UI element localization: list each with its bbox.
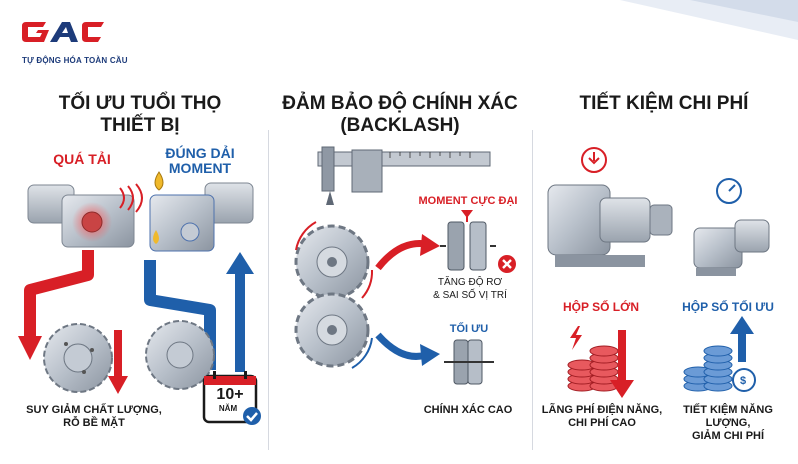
- max-moment-label: MOMENT CỰC ĐẠI: [418, 195, 518, 207]
- correct-moment-line2: MOMENT: [168, 160, 232, 176]
- section2-title-line1: ĐẢM BẢO ĐỘ CHÍNH XÁC: [282, 93, 518, 114]
- section2-art: [294, 146, 516, 385]
- correct-moment-line1: ĐÚNG DẢI: [165, 145, 235, 161]
- section2-title: ĐẢM BẢO ĐỘ CHÍNH XÁC (BACKLASH): [272, 93, 528, 137]
- section3-caption-left-line1: LÃNG PHÍ ĐIỆN NĂNG,: [541, 404, 663, 416]
- caliper-icon: [317, 146, 491, 205]
- section3-caption-right-line2: GIẢM CHI PHÍ: [691, 430, 765, 442]
- section1-title-line1: TỐI ƯU TUỔI THỌ: [58, 93, 222, 114]
- section1-caption-line2: RỖ BỀ MẶT: [63, 417, 125, 429]
- section3-caption-left: LÃNG PHÍ ĐIỆN NĂNG, CHI PHÍ CAO: [540, 404, 664, 430]
- section1-title-line2: THIẾT BỊ: [100, 115, 180, 136]
- section1-caption: SUY GIẢM CHẤT LƯỢNG, RỖ BỀ MẶT: [14, 404, 174, 430]
- warning-icon: [581, 147, 607, 173]
- section2-title-line2: (BACKLASH): [340, 115, 460, 136]
- divider-left: [268, 130, 269, 450]
- section3-art: $: [547, 147, 770, 398]
- error-x-icon: [498, 255, 516, 273]
- badge-unit: NĂM: [218, 404, 238, 413]
- gauge-icon: [716, 178, 742, 204]
- optimal-label: TỐI ƯU: [449, 323, 489, 335]
- badge-number: 10+: [216, 386, 244, 403]
- backlash-warning-line2: & SAI SỐ VỊ TRÍ: [433, 290, 507, 301]
- divider-right: [532, 130, 533, 450]
- red-coin-stack: [567, 326, 619, 392]
- section3-caption-left-line2: CHI PHÍ CAO: [568, 417, 636, 429]
- backlash-warning-line1: TĂNG ĐỘ RƠ: [437, 277, 503, 288]
- section3-title: TIẾT KIỆM CHI PHÍ: [579, 93, 749, 114]
- calendar-badge-icon: [202, 371, 261, 425]
- section1-caption-line1: SUY GIẢM CHẤT LƯỢNG,: [26, 404, 162, 416]
- worn-gear: [43, 323, 113, 393]
- large-gearbox-label: HỘP SỐ LỚN: [562, 300, 640, 314]
- large-gearbox: [547, 184, 673, 267]
- overload-label: QUÁ TẢI: [53, 151, 111, 167]
- section3-caption-right: TIẾT KIỆM NĂNG LƯỢNG, GIẢM CHI PHÍ: [662, 404, 794, 443]
- optimal-gearbox-label: HỘP SỐ TỐI ƯU: [682, 300, 774, 314]
- upper-gear: [294, 224, 370, 300]
- backlash-warning: TĂNG ĐỘ RƠ & SAI SỐ VỊ TRÍ: [412, 276, 528, 302]
- lower-gear: [294, 292, 370, 368]
- svg-text:$: $: [740, 375, 746, 387]
- brand-tagline: TỰ ĐỘNG HÓA TOÀN CẦU: [22, 56, 128, 65]
- section3-caption-right-line1: TIẾT KIỆM NĂNG LƯỢNG,: [683, 404, 773, 429]
- section1-art: [18, 171, 261, 425]
- backlash-teeth: [440, 210, 496, 271]
- blue-coin-stack: $: [683, 345, 756, 392]
- brand-logo: [22, 22, 104, 42]
- corner-decoration: [620, 0, 798, 40]
- section1-title: TỐI ƯU TUỔI THỌ THIẾT BỊ: [20, 93, 260, 137]
- healthy-gear: [145, 320, 215, 390]
- precise-teeth: [444, 339, 494, 385]
- correct-moment-label: ĐÚNG DẢI MOMENT: [150, 146, 250, 176]
- optimal-gearbox: [693, 219, 770, 276]
- section2-caption: CHÍNH XÁC CAO: [423, 404, 513, 416]
